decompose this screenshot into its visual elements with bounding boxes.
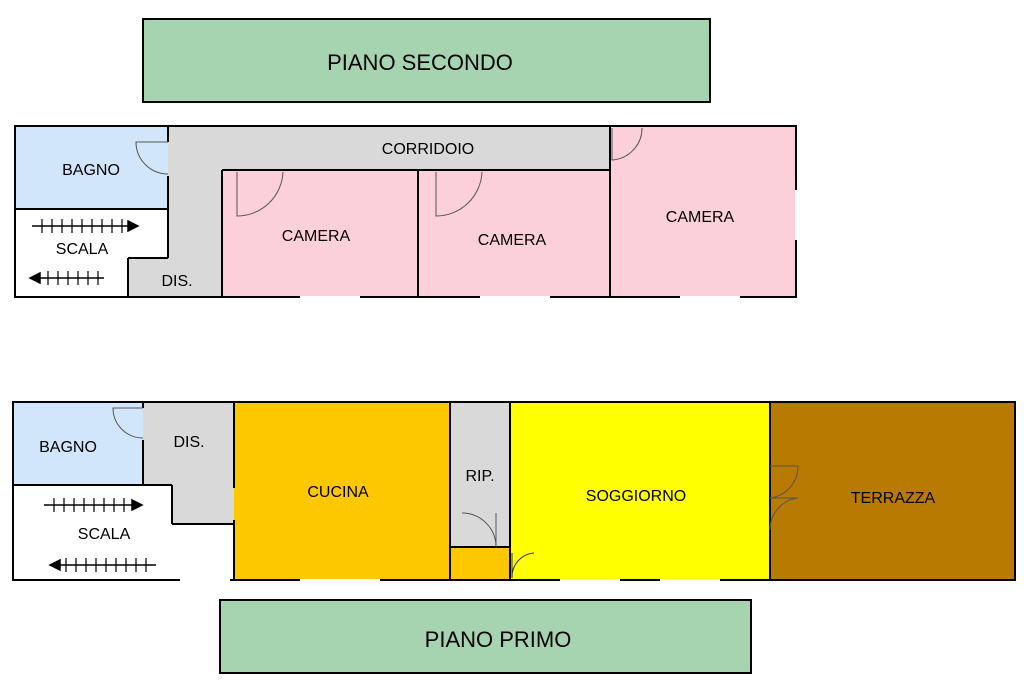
- stairs-arrows-second: [28, 219, 140, 285]
- banner-second-floor-title: PIANO SECONDO: [327, 50, 513, 75]
- label-terrace: TERRAZZA: [851, 490, 936, 507]
- label-stairs-first: SCALA: [78, 526, 131, 543]
- walls-first-floor: [12, 401, 1016, 581]
- room-bedroom-2: [418, 170, 610, 297]
- label-landing-second: DIS.: [161, 273, 192, 290]
- label-bathroom-second: BAGNO: [62, 162, 120, 179]
- plan-second-floor: BAGNO SCALA DIS. CORRIDOIO CAMERA CAMERA…: [14, 125, 797, 298]
- plan-first-floor: BAGNO DIS. SCALA CUCINA RIP. SOGGIORNO T…: [12, 401, 1016, 581]
- room-passage: [450, 547, 510, 580]
- room-storage: [450, 402, 510, 547]
- room-living: [510, 402, 770, 580]
- label-bedroom-3: CAMERA: [666, 209, 735, 226]
- banner-first-floor: PIANO PRIMO: [219, 599, 752, 674]
- label-storage: RIP.: [465, 468, 494, 485]
- room-landing-first: [143, 402, 234, 524]
- room-bathroom-second: [15, 126, 168, 209]
- room-bathroom-first: [13, 402, 143, 485]
- stairs-arrows-first: [44, 498, 156, 572]
- room-kitchen: [234, 402, 450, 580]
- doors-second-floor: [135, 127, 643, 217]
- label-stairs-second: SCALA: [56, 241, 109, 258]
- room-terrace: [770, 402, 1015, 580]
- label-bedroom-1: CAMERA: [282, 228, 351, 245]
- label-living-room: SOGGIORNO: [586, 488, 686, 505]
- label-bathroom-first: BAGNO: [39, 439, 97, 456]
- label-corridor-second: CORRIDOIO: [382, 141, 474, 158]
- room-bedroom-3: [610, 126, 796, 297]
- windows-second-floor: [300, 190, 797, 298]
- banner-second-floor: PIANO SECONDO: [142, 18, 711, 103]
- label-bedroom-2: CAMERA: [478, 232, 547, 249]
- doors-first-floor: [112, 407, 799, 579]
- room-bedroom-1: [222, 170, 418, 297]
- label-kitchen: CUCINA: [307, 484, 369, 501]
- banner-first-floor-title: PIANO PRIMO: [425, 627, 572, 652]
- room-corridor-second: [128, 126, 610, 297]
- label-landing-first: DIS.: [173, 434, 204, 451]
